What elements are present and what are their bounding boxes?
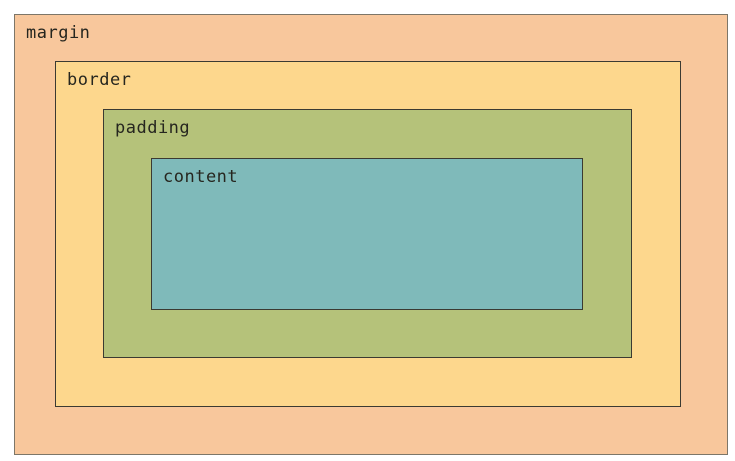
padding-label: padding	[115, 118, 191, 138]
border-label: border	[67, 70, 132, 90]
content-label: content	[163, 167, 239, 187]
margin-box: margin border padding content	[14, 14, 728, 455]
border-box: border padding content	[55, 61, 681, 407]
content-box: content	[151, 158, 583, 310]
margin-label: margin	[26, 23, 91, 43]
padding-box: padding content	[103, 109, 632, 358]
